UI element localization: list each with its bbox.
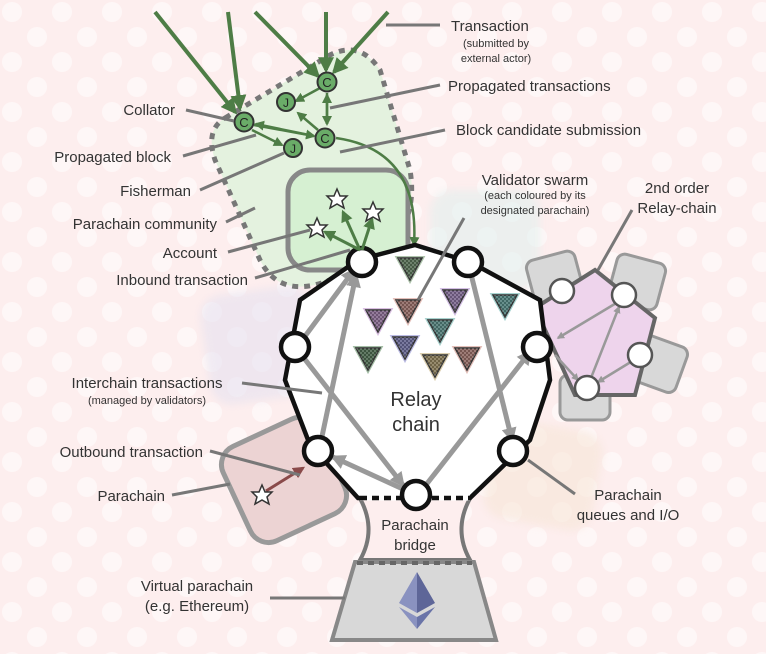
fisherman-node: J [276,92,296,112]
label-virtual-parachain-1: Virtual parachain [141,578,253,595]
validator-pattern [493,295,517,317]
external-transaction-arrows [153,10,390,115]
label-relay-chain-1: Relay [390,389,441,411]
collator-glyph: C [239,115,248,130]
validator-swarm [352,256,521,382]
label-second-order-2: Relay-chain [637,200,716,217]
label-validator-swarm: Validator swarm [482,172,588,189]
validator-pattern [366,310,390,332]
collator-node: C [316,71,338,93]
label-second-order-1: 2nd order [645,180,709,197]
block-candidate-arrow [335,136,420,247]
label-parachain-bridge-2: bridge [394,537,436,554]
validator-pattern [443,290,467,312]
label-parachain-queues-2: queues and I/O [577,507,680,524]
label-collator: Collator [123,102,175,119]
account-star-icon [325,187,349,210]
label-transaction: Transaction [451,18,529,35]
second-order-relay-chain [524,249,690,422]
label-parachain-community: Parachain community [73,216,218,233]
validator-pattern [398,258,422,280]
validator-pattern [423,355,447,377]
label-validator-swarm-sub2: designated parachain) [481,205,590,217]
label-parachain-bridge-1: Parachain [381,517,449,534]
parachain-star-icon [250,483,274,506]
fisherman-glyph: J [283,96,289,110]
leader-lines [171,23,634,600]
label-interchain-transactions: Interchain transactions [72,375,223,392]
label-relay-chain-2: chain [392,414,440,436]
collator-node: C [233,111,255,133]
label-validator-swarm-sub1: (each coloured by its [484,190,586,202]
fisherman-glyph: J [290,142,296,156]
validator-pattern [455,348,479,370]
label-account: Account [163,245,218,262]
fisherman-node: J [283,138,303,158]
collator-glyph: C [322,75,331,90]
outbound-arrow [265,466,306,493]
interchain-arrows [297,267,532,493]
label-parachain: Parachain [97,488,165,505]
label-fisherman: Fisherman [120,183,191,200]
account-star-icon [361,200,385,223]
collator-glyph: C [320,131,329,146]
label-propagated-block: Propagated block [54,149,171,166]
label-parachain-queues-1: Parachain [594,487,662,504]
validator-pattern [393,337,417,359]
validator-pattern [356,348,380,370]
label-block-candidate-submission: Block candidate submission [456,122,641,139]
account-stars [305,187,385,239]
account-star-icon [305,216,329,239]
label-transaction-sub1: (submitted by [463,38,530,50]
label-outbound-transaction: Outbound transaction [60,444,203,461]
label-inbound-transaction: Inbound transaction [116,272,248,289]
collator-node: C [314,127,336,149]
relay-validator-nodes [278,245,554,512]
inbound-arrows [322,209,375,252]
validator-pattern [396,300,420,322]
label-propagated-transactions: Propagated transactions [448,78,611,95]
propagation-arrows [251,86,332,147]
label-interchain-sub: (managed by validators) [88,395,206,407]
validator-pattern [428,320,452,342]
label-transaction-sub2: external actor) [461,53,531,65]
ethereum-icon [399,572,435,629]
label-virtual-parachain-2: (e.g. Ethereum) [145,598,249,615]
